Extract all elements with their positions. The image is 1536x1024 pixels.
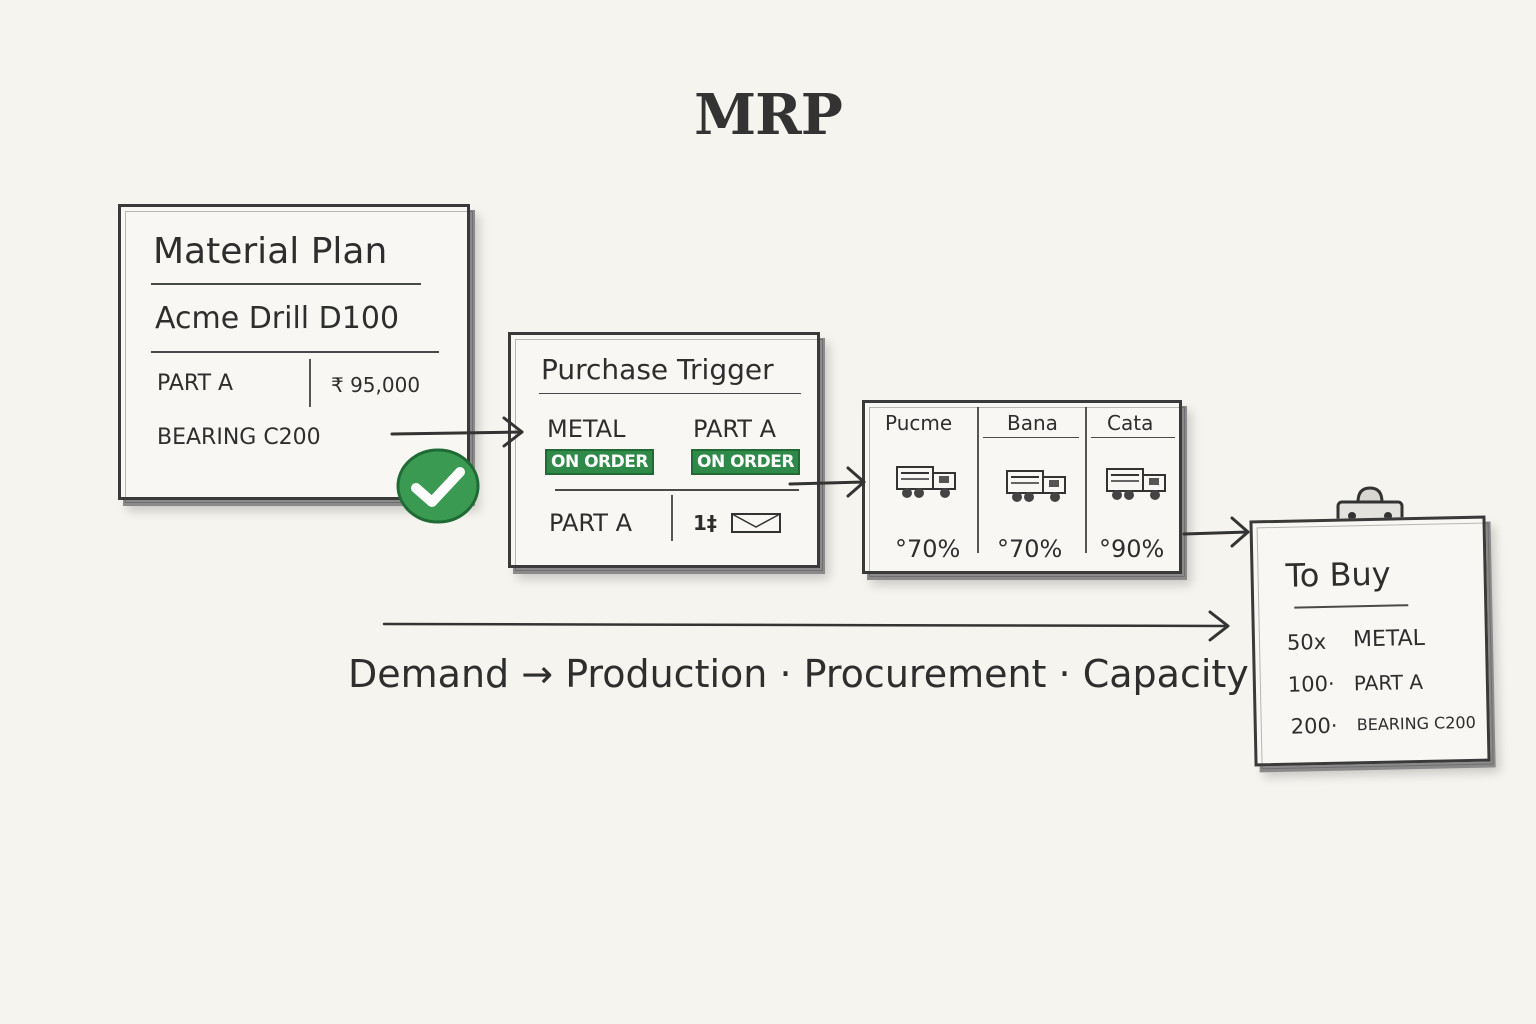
on-order-badge: ON ORDER [545, 449, 654, 475]
divider [983, 437, 1079, 438]
column-divider [977, 407, 979, 553]
plan-row1-value: ₹ 95,000 [331, 373, 421, 397]
column-divider [671, 495, 673, 541]
truck-icon [1006, 470, 1066, 502]
divider [1091, 437, 1175, 438]
envelope-icon [731, 513, 781, 533]
purchase-trigger-heading: Purchase Trigger [541, 353, 774, 386]
capacity-column-name: Cata [1107, 411, 1154, 435]
plan-row1-label: PART A [157, 371, 234, 396]
column-divider [309, 359, 311, 407]
flow-caption: Demand → Production · Procurement · Capa… [348, 652, 1249, 696]
to-buy-item: PART A [1353, 669, 1424, 696]
trigger-row-label: PART A [549, 509, 632, 537]
to-buy-item: BEARING C200 [1356, 712, 1476, 735]
arrow-right-icon [1208, 610, 1230, 642]
flow-separator: · [1058, 652, 1071, 696]
divider [555, 489, 799, 491]
capacity-value: °70% [997, 535, 1063, 563]
on-order-badge: ON ORDER [691, 449, 800, 475]
product-name: Acme Drill D100 [155, 301, 400, 336]
flow-arrow: → [521, 652, 554, 696]
column-divider [1085, 407, 1087, 553]
capacity-column-name: Bana [1007, 411, 1058, 435]
truck-icon [1106, 468, 1166, 500]
plan-row2-label: BEARING C200 [157, 425, 321, 450]
capacity-value: °90% [1099, 535, 1165, 563]
divider [539, 393, 801, 394]
check-circle-icon [396, 448, 480, 524]
to-buy-heading: To Buy [1285, 554, 1392, 595]
purchase-trigger-card: Purchase Trigger METAL ON ORDER PART A O… [508, 332, 823, 571]
flow-step-procurement: Procurement [803, 652, 1047, 696]
divider [151, 283, 421, 285]
arrow-right-icon [1230, 516, 1250, 548]
flow-step-demand: Demand [348, 652, 510, 696]
arrow-right-icon [1182, 530, 1250, 536]
to-buy-qty: 200· [1290, 713, 1338, 739]
trigger-item-metal: METAL [547, 415, 626, 443]
arrow-right-icon [382, 622, 1230, 628]
flow-separator: · [779, 652, 792, 696]
material-plan-heading: Material Plan [153, 231, 388, 272]
trigger-item-part-a: PART A [693, 415, 776, 443]
capacity-card: Pucme Bana Cata °70% °70% °90% [862, 400, 1185, 577]
to-buy-item: METAL [1352, 625, 1426, 653]
to-buy-qty: 50x [1286, 629, 1327, 655]
to-buy-card: To Buy 50x METAL 100· PART A 200· BEARIN… [1249, 515, 1491, 767]
flow-step-capacity: Capacity [1082, 652, 1249, 696]
capacity-column-name: Pucme [885, 411, 953, 435]
page-title: MRP [694, 82, 843, 148]
truck-icon [896, 466, 956, 498]
divider [1294, 604, 1409, 609]
flow-step-production: Production [565, 652, 768, 696]
to-buy-qty: 100· [1287, 671, 1335, 697]
trigger-row-value: 1‡ [693, 511, 717, 535]
capacity-value: °70% [895, 535, 961, 563]
divider [151, 351, 439, 353]
